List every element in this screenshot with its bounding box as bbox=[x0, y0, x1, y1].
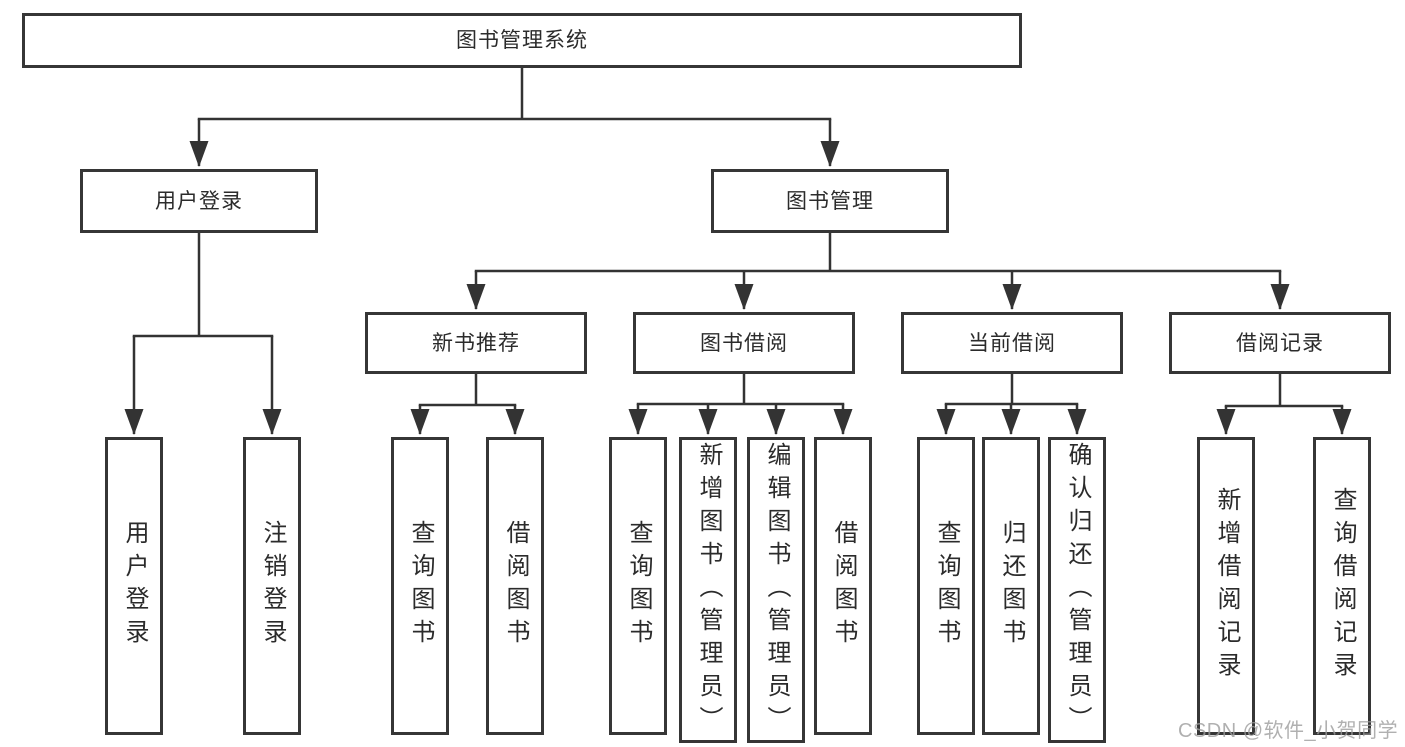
node-current-borrowing: 当前借阅 bbox=[901, 312, 1123, 374]
node-borrow-books-recommend: 借阅图书 bbox=[486, 437, 544, 735]
node-label: 查询图书 bbox=[933, 520, 960, 652]
connector-root bbox=[189, 68, 840, 167]
node-user-login: 用户登录 bbox=[105, 437, 163, 735]
node-label: 借阅图书 bbox=[502, 520, 529, 652]
node-label: 确认归还（管理员） bbox=[1064, 441, 1091, 739]
node-label: 新书推荐 bbox=[432, 331, 520, 355]
node-query-borrow-record: 查询借阅记录 bbox=[1313, 437, 1371, 735]
connector-user-login bbox=[124, 233, 282, 435]
connector-current-borrowing bbox=[936, 374, 1087, 435]
node-borrow-books-borrowing: 借阅图书 bbox=[814, 437, 872, 735]
node-label: 图书借阅 bbox=[700, 331, 788, 355]
node-label: 借阅记录 bbox=[1236, 331, 1324, 355]
node-label: 编辑图书（管理员） bbox=[763, 441, 790, 739]
node-book-management-branch: 图书管理 bbox=[711, 169, 949, 233]
node-borrowing-records: 借阅记录 bbox=[1169, 312, 1391, 374]
node-query-books-recommend: 查询图书 bbox=[391, 437, 449, 735]
node-label: 图书管理 bbox=[786, 189, 874, 213]
node-book-borrowing: 图书借阅 bbox=[633, 312, 855, 374]
node-edit-books-admin: 编辑图书（管理员） bbox=[747, 437, 805, 743]
node-label: 查询图书 bbox=[407, 520, 434, 652]
node-label: 借阅图书 bbox=[830, 520, 857, 652]
node-label: 新增图书（管理员） bbox=[695, 441, 722, 739]
node-label: 归还图书 bbox=[998, 520, 1025, 652]
node-label: 查询图书 bbox=[625, 520, 652, 652]
watermark: CSDN @软件_小贺同学 bbox=[1178, 720, 1399, 742]
node-add-books-admin: 新增图书（管理员） bbox=[679, 437, 737, 743]
node-label: 图书管理系统 bbox=[456, 29, 588, 52]
node-query-books-current: 查询图书 bbox=[917, 437, 975, 735]
connector-new-book-recommend bbox=[410, 374, 525, 435]
node-label: 新增借阅记录 bbox=[1213, 487, 1240, 685]
node-label: 查询借阅记录 bbox=[1329, 487, 1356, 685]
connector-borrowing-records bbox=[1216, 374, 1352, 435]
node-label: 用户登录 bbox=[155, 189, 243, 213]
node-label: 当前借阅 bbox=[968, 331, 1056, 355]
node-query-books-borrowing: 查询图书 bbox=[609, 437, 667, 735]
node-return-books: 归还图书 bbox=[982, 437, 1040, 735]
node-label: 用户登录 bbox=[121, 520, 148, 652]
node-user-login-branch: 用户登录 bbox=[80, 169, 318, 233]
node-logout: 注销登录 bbox=[243, 437, 301, 735]
node-library-management-system: 图书管理系统 bbox=[22, 13, 1022, 68]
node-new-book-recommend: 新书推荐 bbox=[365, 312, 587, 374]
node-confirm-return-admin: 确认归还（管理员） bbox=[1048, 437, 1106, 743]
connector-book-management bbox=[466, 233, 1290, 310]
node-add-borrow-record: 新增借阅记录 bbox=[1197, 437, 1255, 735]
connector-book-borrowing bbox=[628, 374, 853, 435]
node-label: 注销登录 bbox=[259, 520, 286, 652]
